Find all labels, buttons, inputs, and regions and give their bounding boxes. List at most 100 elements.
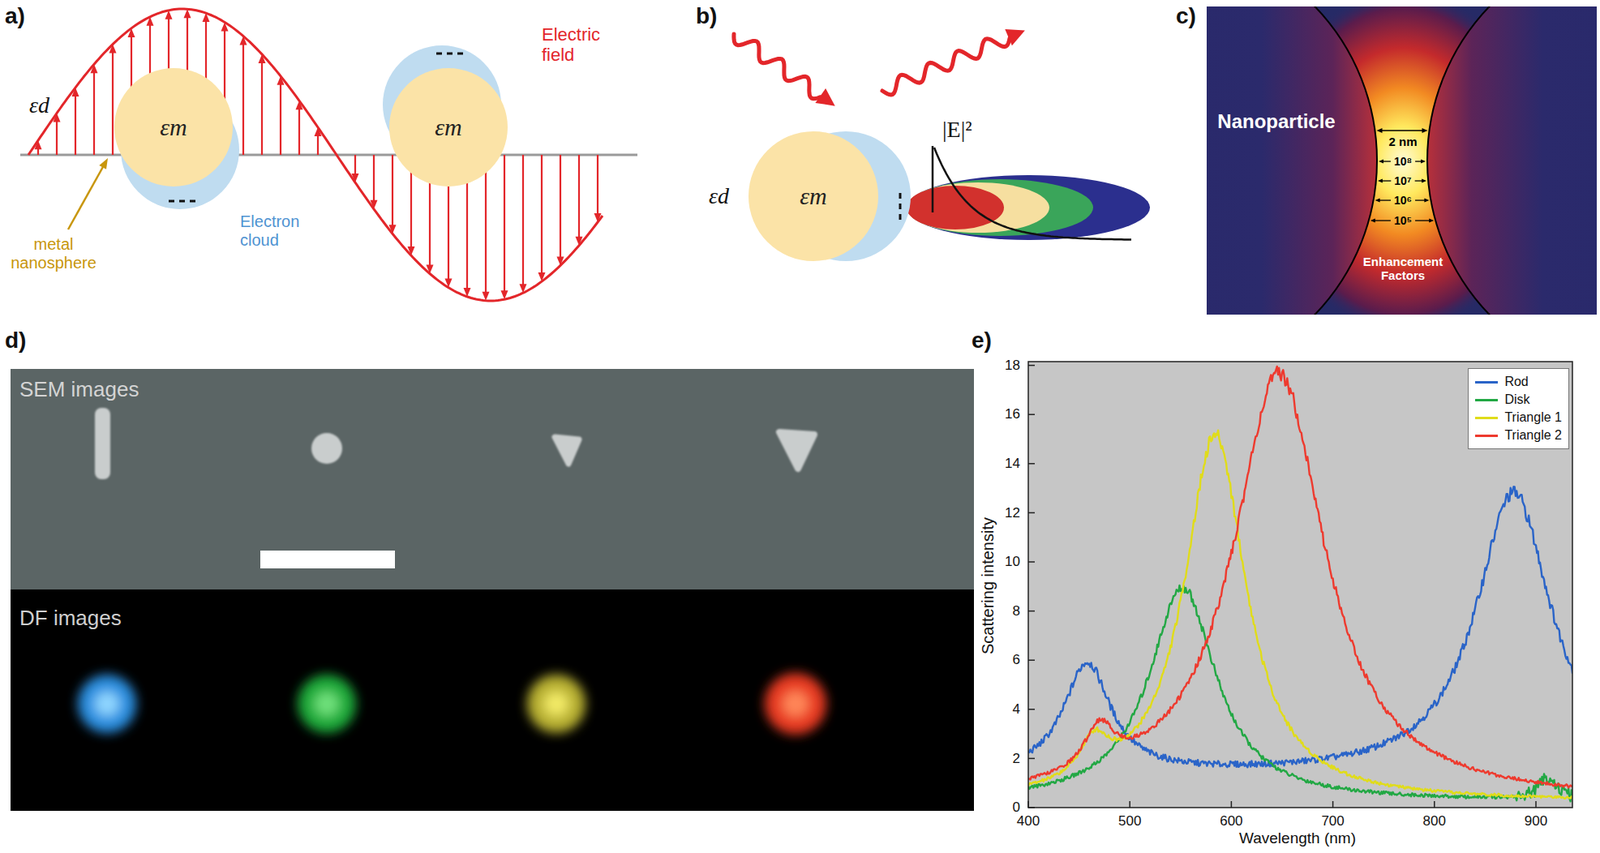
- axis-tick-label: 2: [1012, 750, 1021, 768]
- enhancement-arrowhead: [1377, 179, 1383, 184]
- intensity-axis: [931, 145, 935, 213]
- panel-letter: a): [4, 3, 26, 30]
- electric-field: [28, 8, 603, 301]
- negative-charges: [899, 193, 902, 220]
- cloud-label: Electron cloud: [240, 212, 325, 250]
- axis-tick-label: 700: [1321, 813, 1344, 830]
- field-label: Electric field: [541, 24, 623, 66]
- image-row-label: DF images: [19, 606, 122, 631]
- gap-arrows: [1370, 128, 1434, 224]
- field-lobe: [906, 182, 1050, 233]
- field-arrow: [74, 94, 77, 155]
- field-arrow: [55, 120, 58, 155]
- axis-tick-label: 0: [1012, 799, 1021, 816]
- leader-line: [68, 158, 108, 230]
- x-tick: [1535, 801, 1537, 808]
- y-tick: [1028, 659, 1035, 661]
- metal-nanosphere: εm: [748, 131, 879, 262]
- darkfield-spots: [77, 673, 827, 735]
- enhancement-arrowhead: [1378, 159, 1384, 164]
- axis-tick-label: 900: [1524, 813, 1548, 830]
- enhancement-value: 10⁸: [1394, 154, 1412, 168]
- legend-row: Triangle 2: [1475, 426, 1562, 445]
- scatter-spot: [77, 674, 137, 734]
- permittivity-symbol: εm: [799, 182, 828, 211]
- x-tick: [1433, 801, 1436, 808]
- hotspot-image: [1206, 6, 1597, 315]
- scattering-spectrum: [1028, 366, 1573, 788]
- enhancement-arrowhead: [1370, 218, 1376, 224]
- electric-field-wave: [28, 8, 603, 301]
- leader-line: [68, 165, 104, 230]
- x-tick: [1231, 801, 1233, 808]
- light-wave: [882, 38, 1010, 95]
- legend-sample: [1475, 381, 1498, 384]
- y-tick: [1028, 610, 1035, 613]
- legend-text: Disk: [1504, 392, 1530, 408]
- y-tick: [1028, 463, 1035, 465]
- enhancement-arrowhead: [1375, 198, 1381, 203]
- field-arrow: [354, 154, 357, 176]
- gap-arrow: [1381, 129, 1423, 132]
- metal-nanosphere: εm: [114, 68, 233, 187]
- enhancement-arrowhead: [1421, 179, 1427, 184]
- charge-dash: [179, 200, 185, 203]
- enhancement-arrow: [1415, 180, 1423, 181]
- axis-tick-label: 10: [1004, 553, 1021, 571]
- plot-frame: [1028, 361, 1573, 808]
- charge-dash: [899, 203, 902, 210]
- image-row-label: SEM images: [19, 377, 139, 403]
- legend-row: Triangle 1: [1475, 408, 1562, 427]
- gap-arrowhead: [1422, 128, 1429, 133]
- field-arrow: [484, 154, 487, 294]
- metal-nanosphere: εm: [389, 68, 508, 187]
- scattering-spectrum: [1028, 430, 1573, 799]
- y-tick: [1028, 708, 1035, 711]
- enhancement-arrow: [1415, 160, 1422, 162]
- gap-arrowhead: [1376, 128, 1383, 133]
- permittivity-symbol: εm: [159, 113, 188, 142]
- axis-tick-label: 4: [1012, 701, 1021, 718]
- field-lobe: [906, 185, 1004, 230]
- field-intensity-label: |E|²: [942, 116, 973, 143]
- sem-particles: [94, 407, 815, 480]
- enhancement-arrowhead: [1424, 198, 1429, 203]
- axis-tick-label: 8: [1012, 603, 1021, 620]
- field-arrow: [261, 61, 263, 155]
- axis-title: Wavelength (nm): [1239, 829, 1356, 848]
- panel-letter: b): [695, 3, 717, 30]
- legend-text: Triangle 2: [1504, 428, 1562, 443]
- field-arrow: [373, 154, 375, 202]
- enhancement-arrow: [1415, 219, 1430, 221]
- charge-dash: [168, 200, 175, 203]
- enhancement-value: 10⁶: [1394, 193, 1412, 207]
- legend-row: Disk: [1475, 390, 1562, 409]
- scattering-spectrum: [1028, 585, 1573, 802]
- enhancement-value: 10⁷: [1394, 174, 1412, 188]
- enhancement-arrow: [1379, 199, 1391, 201]
- axis-tick-label: 800: [1423, 813, 1446, 830]
- light-arrowhead: [815, 88, 835, 107]
- leader-arrowhead: [98, 158, 108, 170]
- enhancement-arrow: [1382, 160, 1391, 162]
- field-arrow: [503, 154, 506, 292]
- charge-dash: [189, 200, 196, 203]
- permittivity-symbol: εd: [708, 183, 730, 210]
- field-arrow: [242, 43, 245, 156]
- legend-text: Triangle 1: [1504, 410, 1562, 425]
- enhancement-arrow: [1415, 199, 1425, 201]
- permittivity-symbol: εd: [29, 92, 50, 119]
- scatter-spot: [94, 691, 120, 717]
- scatter-spot: [297, 674, 357, 734]
- scatter-spot: [782, 690, 809, 717]
- intensity-decay-curve: [934, 147, 1132, 241]
- charge-dash: [899, 193, 902, 199]
- y-tick: [1028, 758, 1035, 760]
- charge-dash: [446, 52, 453, 56]
- enhancement-value: 10⁵: [1394, 214, 1412, 228]
- enhancement-arrow: [1374, 219, 1391, 221]
- scatter-spot: [314, 691, 339, 717]
- enhancement-arrow: [1381, 180, 1391, 181]
- legend-box: RodDiskTriangle 1Triangle 2: [1467, 368, 1570, 450]
